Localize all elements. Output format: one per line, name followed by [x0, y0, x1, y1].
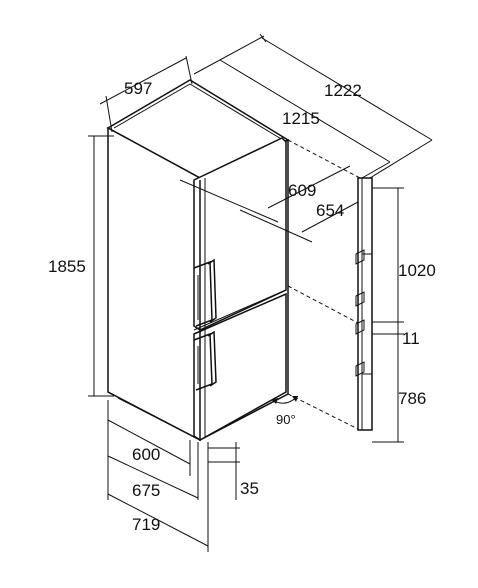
dim-1222: 1222 — [193, 33, 433, 179]
dim-1855: 1855 — [48, 135, 114, 397]
upper-handle — [193, 258, 217, 327]
label-786: 786 — [398, 389, 426, 408]
label-1222: 1222 — [324, 81, 362, 100]
label-654: 654 — [316, 201, 344, 220]
dim-1215: 1215 — [219, 59, 391, 179]
label-1855: 1855 — [48, 257, 86, 276]
dim-bottom: 600 675 719 — [107, 400, 209, 552]
fridge-body — [106, 79, 290, 442]
dim-654: 654 — [239, 201, 359, 243]
label-1020: 1020 — [398, 261, 436, 280]
door-profile — [355, 177, 373, 431]
angle-90: 90° — [271, 395, 299, 427]
label-1215: 1215 — [282, 109, 320, 128]
label-11: 11 — [402, 329, 420, 348]
label-35: 35 — [240, 479, 259, 498]
label-600: 600 — [132, 445, 160, 464]
dim-609: 609 — [179, 165, 351, 223]
label-597: 597 — [124, 79, 152, 98]
label-609: 609 — [288, 181, 316, 200]
dim-597: 597 — [99, 55, 193, 133]
label-90: 90° — [276, 412, 296, 427]
label-675: 675 — [132, 481, 160, 500]
lower-handle — [193, 330, 217, 391]
dim-35: 35 — [208, 442, 259, 500]
dim-right: 1020 11 786 — [372, 187, 436, 443]
label-719: 719 — [132, 515, 160, 534]
